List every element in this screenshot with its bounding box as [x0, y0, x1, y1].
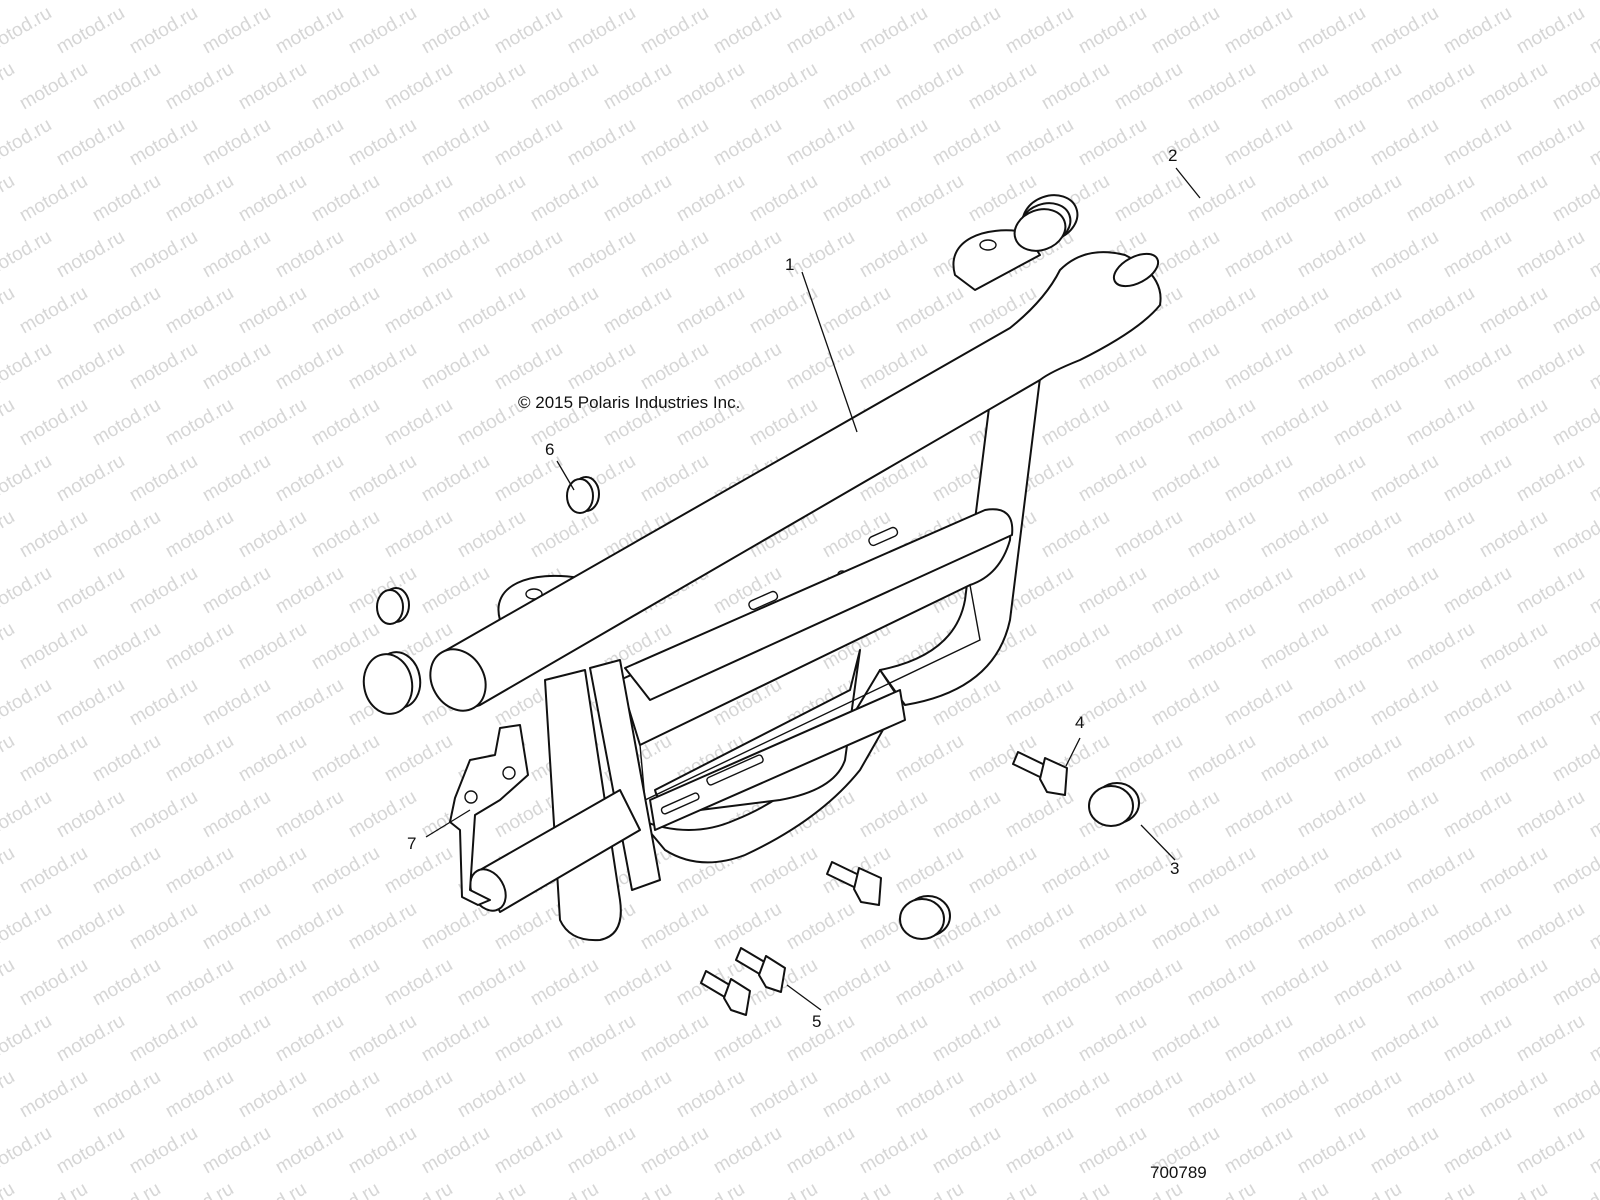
callout-3: 3: [1170, 859, 1180, 878]
plug-right: [1088, 782, 1140, 827]
callout-1: 1: [785, 255, 795, 274]
bolt-5a: [700, 970, 751, 1016]
callout-7: 7: [407, 834, 417, 853]
inner-cross-tube: [624, 508, 1014, 701]
figure-number: 700789: [1150, 1163, 1207, 1182]
bolt-5b: [735, 947, 786, 993]
end-cap-left: [362, 651, 422, 715]
callout-2: 2: [1168, 146, 1178, 165]
leader-lines: [425, 167, 1201, 1011]
grommet-upper: [566, 476, 600, 514]
grommet-lower: [376, 587, 410, 625]
callout-6: 6: [545, 440, 555, 459]
bolt-4: [1012, 751, 1068, 796]
copyright-notice: © 2015 Polaris Industries Inc.: [518, 393, 741, 412]
callout-4: 4: [1075, 713, 1085, 732]
plug-center: [899, 895, 951, 940]
callout-5: 5: [812, 1012, 822, 1031]
bolt-center: [826, 861, 882, 906]
end-cap-upper: [1013, 194, 1079, 252]
right-leg-tube: [879, 377, 1041, 706]
main-bumper-tube: [429, 251, 1162, 712]
mounting-bracket: [449, 724, 529, 906]
